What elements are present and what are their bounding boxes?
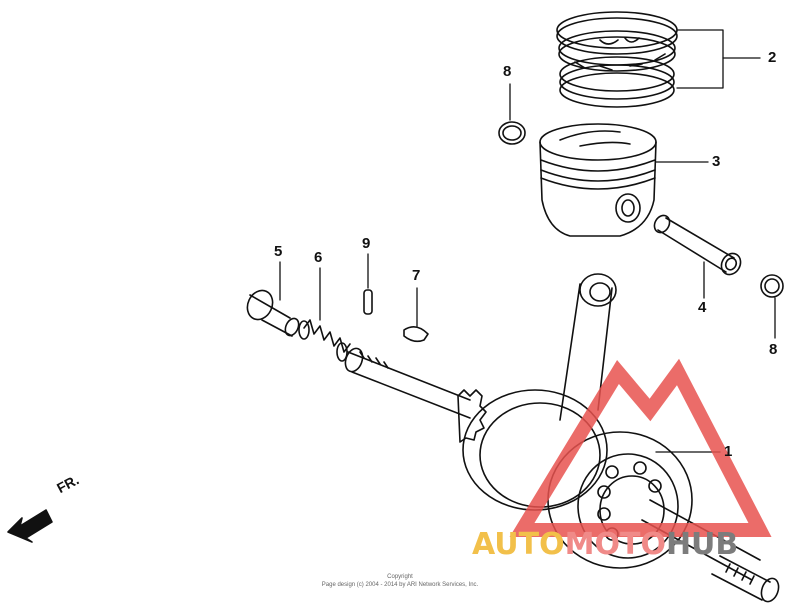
watermark-part-hub: HUB — [665, 527, 739, 562]
copyright-line-1: Copyright — [387, 574, 413, 580]
callout-2: 2 — [768, 49, 777, 66]
callout-9: 9 — [362, 235, 371, 252]
callout-1: 1 — [724, 443, 733, 460]
callout-7: 7 — [412, 267, 421, 284]
leader-2 — [676, 29, 761, 89]
piston — [539, 123, 657, 237]
callout-8-right: 8 — [769, 341, 778, 358]
piston-pin-clip-top — [498, 121, 526, 145]
piston-pin-clip-right — [760, 274, 784, 298]
piston-pin — [653, 214, 742, 276]
copyright-line-2: Page design (c) 2004 - 2014 by ARI Netwo… — [321, 581, 479, 588]
watermark-part-moto: MOTO — [564, 527, 666, 562]
woodruff-key — [403, 326, 429, 343]
callout-8-top: 8 — [503, 63, 512, 80]
callout-5: 5 — [274, 243, 283, 260]
collar — [246, 289, 300, 337]
front-direction-arrow-icon — [7, 509, 53, 543]
watermark-text: AUTOMOTOHUB — [472, 527, 738, 562]
watermark-part-auto: AUTO — [472, 527, 565, 562]
pin — [363, 289, 373, 315]
piston-rings — [556, 11, 678, 108]
callout-3: 3 — [712, 153, 721, 170]
spring — [298, 319, 351, 362]
callout-4: 4 — [698, 299, 707, 316]
watermark-logo-icon — [509, 358, 772, 537]
callout-6: 6 — [314, 249, 323, 266]
copyright-notice: Copyright Page design (c) 2004 - 2014 by… — [290, 574, 510, 589]
